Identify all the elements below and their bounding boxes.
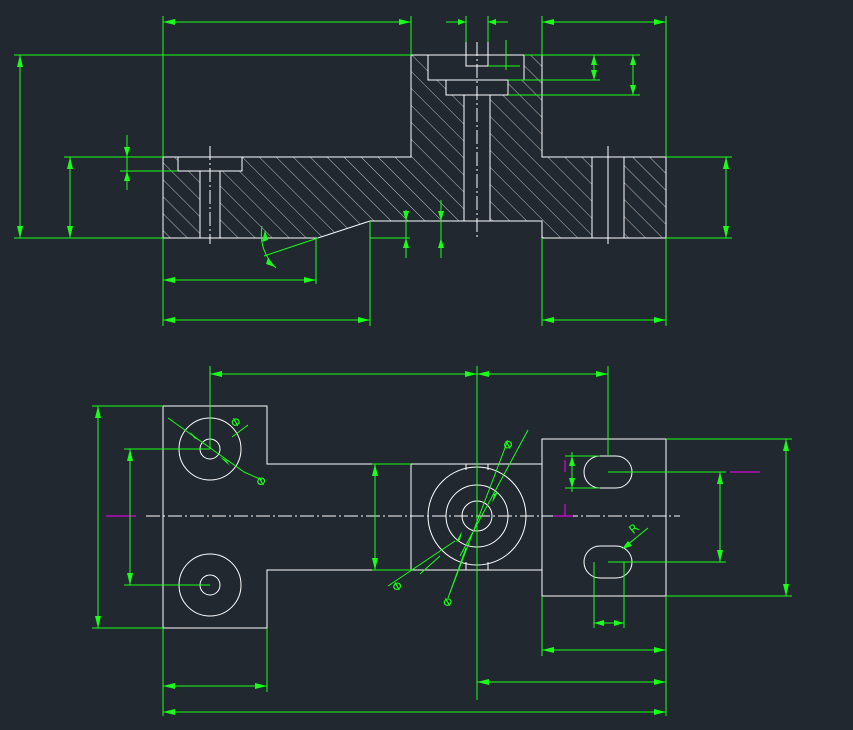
diameter-label-1: Φ — [228, 414, 243, 431]
diameter-label-5: Φ — [440, 594, 455, 611]
top-view — [106, 405, 760, 629]
upper-slot — [583, 455, 633, 489]
lower-slot — [583, 545, 633, 579]
radius-label: R — [626, 521, 641, 537]
top-view-dimensions — [92, 366, 792, 716]
diameter-label-2: Φ — [254, 473, 269, 490]
front-view-dimensions — [14, 16, 732, 326]
diameter-label-4: Φ — [390, 578, 405, 595]
boss-slot-marks — [465, 464, 489, 570]
dimension-labels: Φ Φ Φ Φ Φ R — [228, 414, 641, 611]
diameter-label-3: Φ — [501, 437, 516, 454]
top-view-outline — [162, 405, 412, 629]
right-block — [541, 438, 667, 597]
section-marker — [553, 504, 573, 517]
